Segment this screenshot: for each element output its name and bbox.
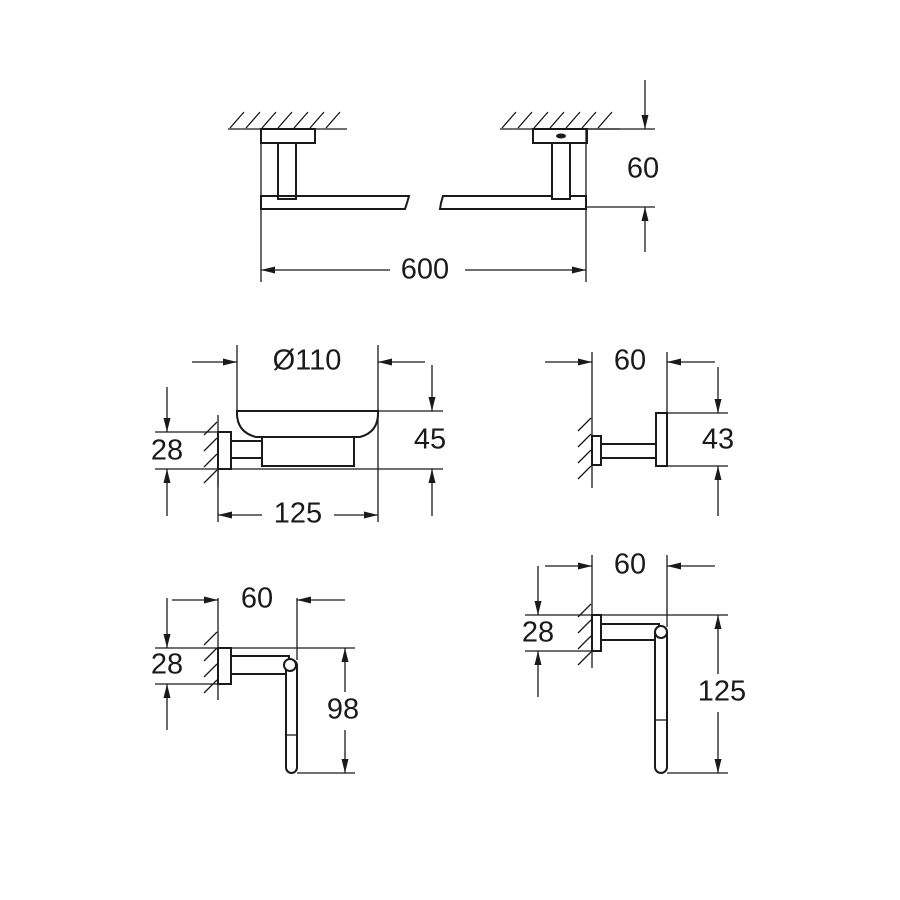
bar-left-section xyxy=(260,195,411,210)
dimension-projection: 125 xyxy=(274,498,322,530)
dish-bowl xyxy=(235,410,380,438)
soap-dish-drawing: Ø110 45 28 125 xyxy=(151,345,446,530)
dimension-diameter: Ø110 xyxy=(273,345,342,377)
left-post xyxy=(277,142,297,201)
arm-joint xyxy=(654,625,668,639)
dimension-plate: 28 xyxy=(522,617,554,649)
dimension-projection: 60 xyxy=(241,583,273,615)
wall-plate xyxy=(591,614,602,652)
stem xyxy=(600,443,657,459)
dimension-projection: 60 xyxy=(614,345,646,377)
dimension-height: 125 xyxy=(698,676,746,708)
towel-bar-drawing: 60 600 xyxy=(228,80,659,286)
right-post xyxy=(551,142,571,200)
roll-bar xyxy=(654,626,668,774)
dimension-depth: 60 xyxy=(627,153,659,185)
dish-holder xyxy=(261,436,355,467)
paper-holder-large-drawing: 60 28 125 xyxy=(522,549,746,774)
arm xyxy=(230,655,290,675)
wall-plate xyxy=(217,431,232,470)
roll-bar xyxy=(285,659,298,774)
dimension-height: 45 xyxy=(414,424,446,456)
paper-holder-small-drawing: 60 28 98 xyxy=(151,583,359,774)
dimension-plate: 28 xyxy=(151,649,183,681)
stem xyxy=(230,440,264,459)
dimension-plate: 28 xyxy=(151,435,183,467)
wall-plate xyxy=(591,435,602,466)
arm-joint xyxy=(283,658,297,672)
wall-hatch-right xyxy=(500,111,620,130)
robe-hook-drawing: 60 43 xyxy=(545,345,734,516)
wall-plate xyxy=(217,647,232,685)
hook-end xyxy=(655,412,668,467)
dimension-projection: 60 xyxy=(614,549,646,581)
screw-icon xyxy=(556,133,566,139)
dimension-height: 43 xyxy=(702,424,734,456)
arm xyxy=(600,623,660,641)
dimension-height: 98 xyxy=(327,694,359,726)
dimension-length: 600 xyxy=(401,254,449,286)
wall-hatch-left xyxy=(228,111,347,130)
left-mount-plate xyxy=(260,128,316,144)
